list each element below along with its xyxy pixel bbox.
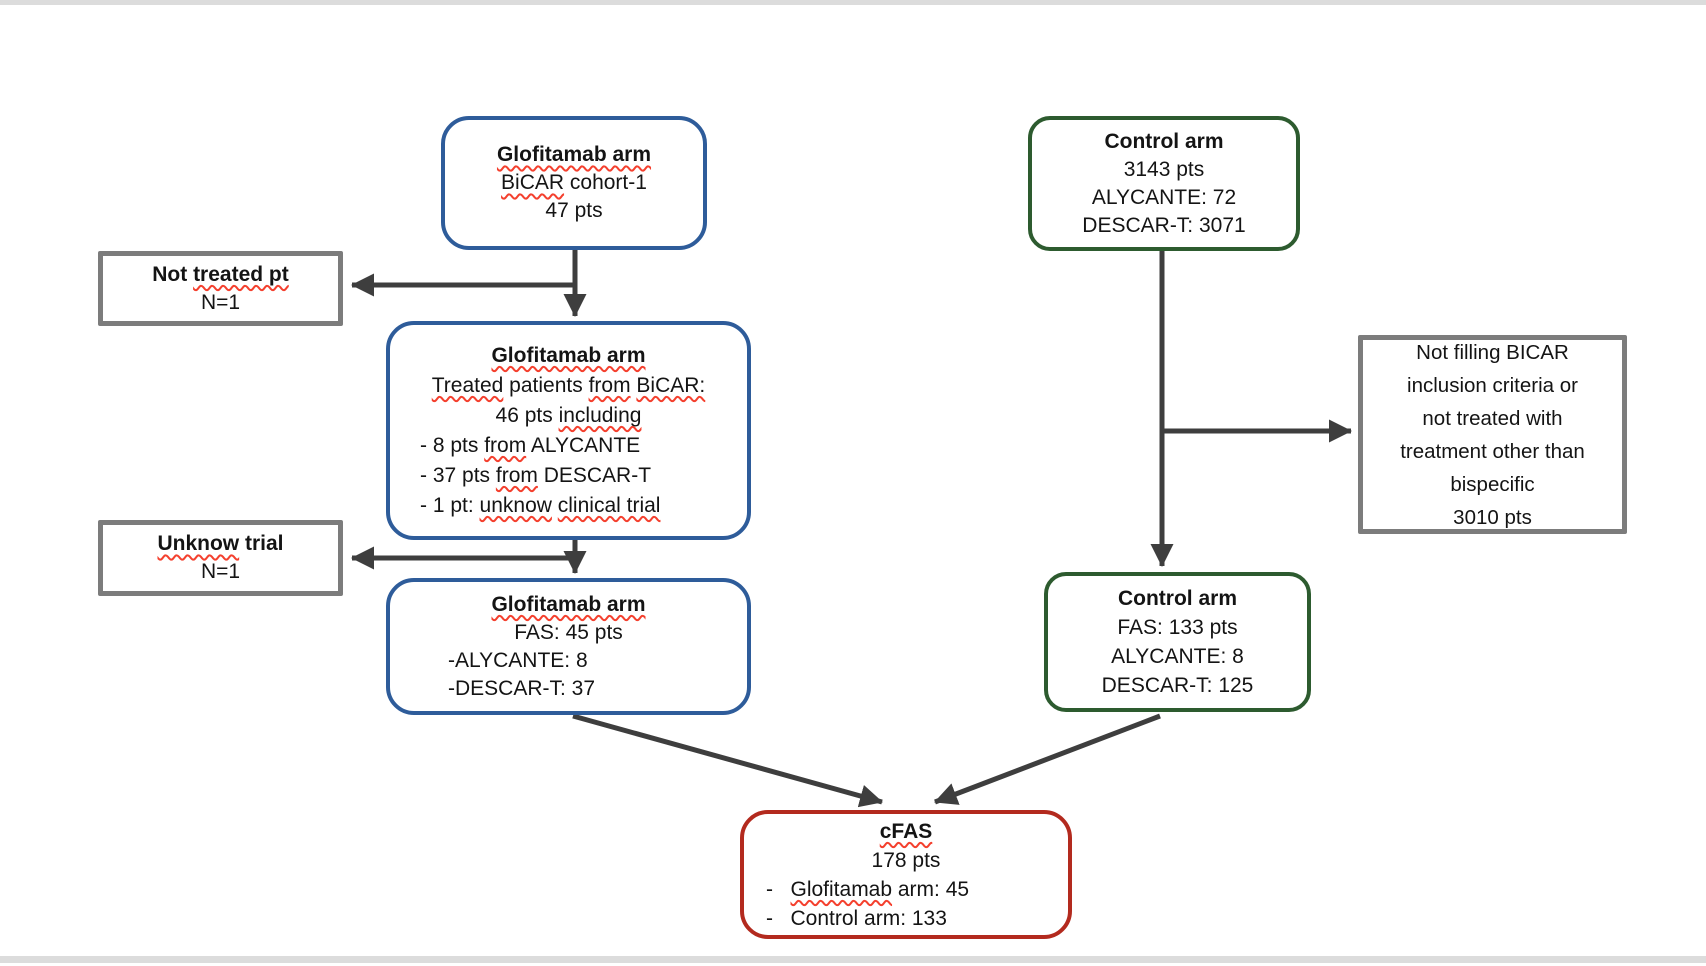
text: ALYCANTE: [526, 433, 641, 457]
box-line: cFAS: [744, 817, 1068, 846]
misspelled-text: Glofitamab arm: [496, 143, 652, 166]
arrow-control-fas-to-cfas: [934, 713, 1161, 805]
box-line: FAS: 45 pts: [390, 619, 747, 647]
box-line: Glofitamab arm: [390, 591, 747, 619]
box-line: - Control arm: 133: [744, 904, 1068, 933]
misspelled-text: cFAS: [879, 819, 933, 843]
box-line: Control arm: [1032, 128, 1296, 156]
box-line: Glofitamab arm: [445, 141, 703, 169]
text: Control arm: [1117, 587, 1237, 610]
text: 3010 pts: [1453, 505, 1532, 529]
box-line: -ALYCANTE: 8: [390, 647, 747, 675]
box-line: - 37 pts from DESCAR-T: [390, 461, 747, 491]
misspelled-text: Glofitamab arm: [491, 592, 646, 616]
window-top-edge: [0, 0, 1706, 5]
box-line: - Glofitamab arm: 45: [744, 875, 1068, 904]
text: arm: 45: [892, 877, 970, 901]
box-line: 46 pts including: [390, 401, 747, 431]
misspelled-text: BiCAR: [501, 171, 565, 194]
text: DESCAR-T: 125: [1101, 674, 1254, 697]
text: 47 pts: [545, 199, 603, 222]
box-line: N=1: [103, 289, 338, 317]
box-line: 3143 pts: [1032, 156, 1296, 184]
box-line: DESCAR-T: 125: [1048, 671, 1307, 700]
text: bispecific: [1450, 472, 1535, 496]
text: -DESCAR-T: 37: [448, 676, 596, 700]
box-line: Not treated pt: [103, 261, 338, 289]
box-line: inclusion criteria or: [1363, 369, 1622, 402]
text: trial: [239, 532, 284, 555]
arrow-glofitamab-fas-to-cfas: [572, 713, 883, 808]
box-line: FAS: 133 pts: [1048, 613, 1307, 642]
box-line: Not filling BICAR: [1363, 336, 1622, 369]
misspelled-text: from: [588, 373, 631, 397]
text: cohort-1: [564, 171, 647, 194]
text: ALYCANTE: 8: [1111, 645, 1244, 668]
misspelled-text: BiCAR:: [636, 373, 706, 397]
text: - 37 pts: [420, 463, 496, 487]
text: 178 pts: [871, 848, 941, 872]
text: treatment other than: [1400, 439, 1585, 463]
text: DESCAR-T: 3071: [1082, 213, 1246, 237]
box-line: Treated patients from BiCAR:: [390, 371, 747, 401]
text: N=1: [200, 290, 241, 314]
misspelled-text: treated pt: [193, 262, 289, 286]
box-line: 3010 pts: [1363, 501, 1622, 534]
text: DESCAR-T: [537, 463, 652, 487]
misspelled-text: Treated: [431, 373, 504, 397]
misspelled-text: from: [484, 433, 527, 457]
box-line: 47 pts: [445, 197, 703, 225]
text: -ALYCANTE: 8: [448, 648, 588, 672]
box-line: - 1 pt: unknow clinical trial: [390, 491, 747, 521]
box-line: DESCAR-T: 3071: [1032, 212, 1296, 240]
text: Control arm: [1104, 129, 1224, 153]
misspelled-text: unknow: [479, 493, 552, 517]
text: - 8 pts: [420, 433, 485, 457]
box-line: not treated with: [1363, 402, 1622, 435]
misspelled-text: including: [558, 403, 642, 427]
box-line: N=1: [103, 558, 338, 586]
text: not treated with: [1422, 406, 1563, 430]
text: -: [766, 877, 791, 901]
box-line: Glofitamab arm: [390, 341, 747, 371]
text: 46 pts: [495, 403, 559, 427]
box-line: - 8 pts from ALYCANTE: [390, 431, 747, 461]
text: Not: [152, 262, 194, 286]
window-bottom-edge: [0, 956, 1706, 963]
text: N=1: [200, 560, 241, 583]
text: FAS: 133 pts: [1117, 616, 1238, 639]
box-line: -DESCAR-T: 37: [390, 675, 747, 703]
box-line: ALYCANTE: 72: [1032, 184, 1296, 212]
misspelled-text: clinical trial: [557, 493, 661, 517]
text: - Control arm: 133: [766, 906, 947, 930]
misspelled-text: Glofitamab arm: [491, 343, 646, 367]
box-line: BiCAR cohort-1: [445, 169, 703, 197]
text: 3143 pts: [1123, 157, 1205, 181]
text: - 1 pt:: [420, 493, 480, 517]
text: patients: [503, 373, 589, 397]
box-line: ALYCANTE: 8: [1048, 642, 1307, 671]
text: ALYCANTE: 72: [1091, 185, 1237, 209]
misspelled-text: from: [495, 463, 538, 487]
text: FAS: 45 pts: [514, 620, 623, 644]
text: Not filling BICAR: [1416, 340, 1569, 364]
box-not-filling-criteria: Not filling BICAR inclusion criteria or no…: [1358, 335, 1627, 534]
text: inclusion criteria or: [1407, 373, 1578, 397]
box-line: Control arm: [1048, 584, 1307, 613]
box-line: 178 pts: [744, 846, 1068, 875]
box-line: Unknow trial: [103, 530, 338, 558]
box-line: treatment other than: [1363, 435, 1622, 468]
box-line: bispecific: [1363, 468, 1622, 501]
misspelled-text: Unknow: [157, 532, 240, 555]
misspelled-text: Glofitamab: [790, 877, 893, 901]
